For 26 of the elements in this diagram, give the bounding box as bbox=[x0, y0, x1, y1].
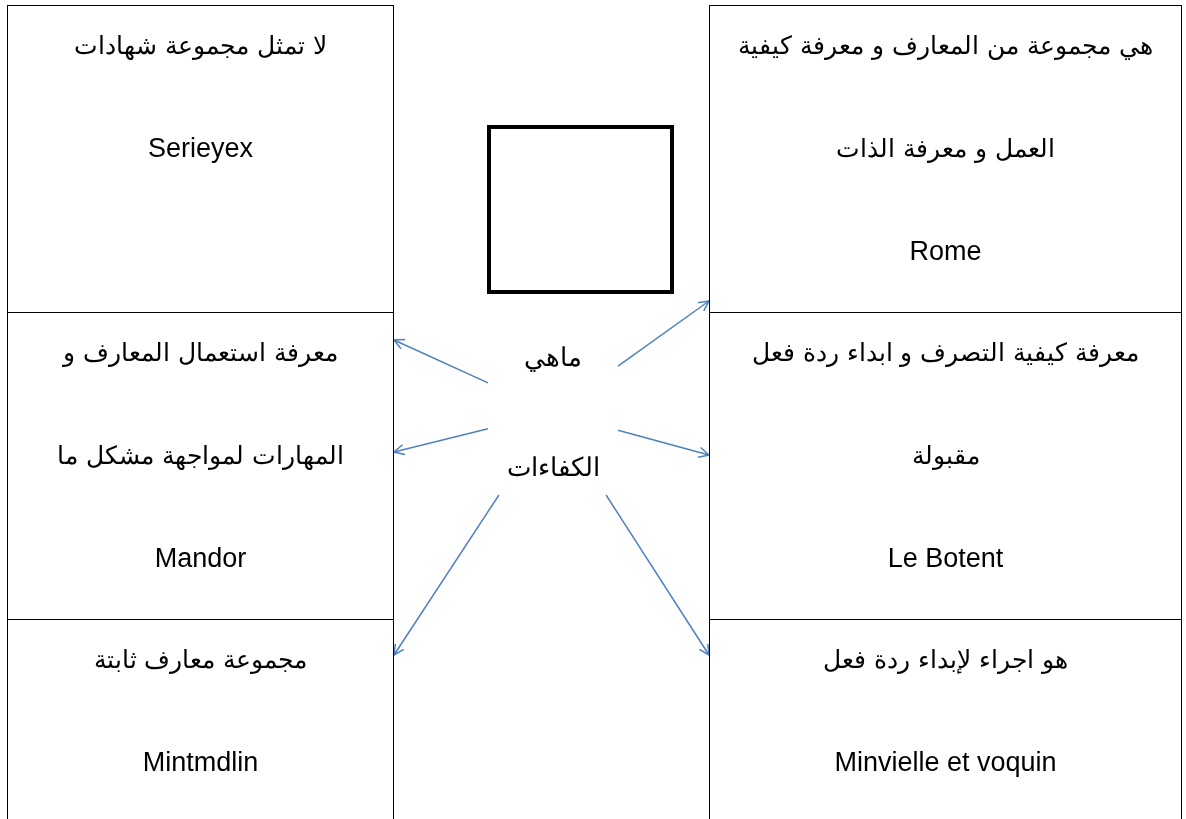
question-text: ماهي الكفاءات bbox=[505, 341, 601, 484]
arrow bbox=[393, 494, 500, 656]
author-name: Mintmdlin bbox=[141, 746, 260, 779]
arrow bbox=[393, 427, 489, 456]
author-name: Le Botent bbox=[886, 542, 1005, 575]
table-cell bbox=[709, 312, 1182, 620]
table-cell bbox=[709, 619, 1182, 819]
arrow bbox=[393, 338, 489, 384]
definition-text: هو اجراء لإبداء ردة فعل bbox=[822, 644, 1069, 676]
author-name: Rome bbox=[908, 235, 983, 268]
arrow bbox=[617, 300, 710, 367]
table-cell bbox=[7, 5, 394, 313]
author-name: Minvielle et voquin bbox=[833, 746, 1058, 779]
table-cell bbox=[7, 619, 394, 819]
definition-text: لا تمثل مجموعة شهادات bbox=[73, 30, 328, 62]
author-name: Mandor bbox=[153, 542, 248, 575]
table-cell bbox=[7, 312, 394, 620]
arrow bbox=[617, 429, 710, 458]
definition-text: معرفة كيفية التصرف و ابداء ردة فعل مقبولة bbox=[750, 337, 1141, 472]
definition-text: معرفة استعمال المعارف و المهارات لمواجهة مشكل ما bbox=[56, 337, 345, 472]
table-cell bbox=[709, 5, 1182, 313]
empty-square bbox=[487, 125, 674, 294]
definition-text: مجموعة معارف ثابتة bbox=[92, 644, 309, 676]
arrow bbox=[605, 494, 710, 656]
definition-text: هي مجموعة من المعارف و معرفة كيفية العمل و معرفة الذات bbox=[737, 30, 1154, 165]
author-name: Serieyex bbox=[146, 132, 254, 165]
